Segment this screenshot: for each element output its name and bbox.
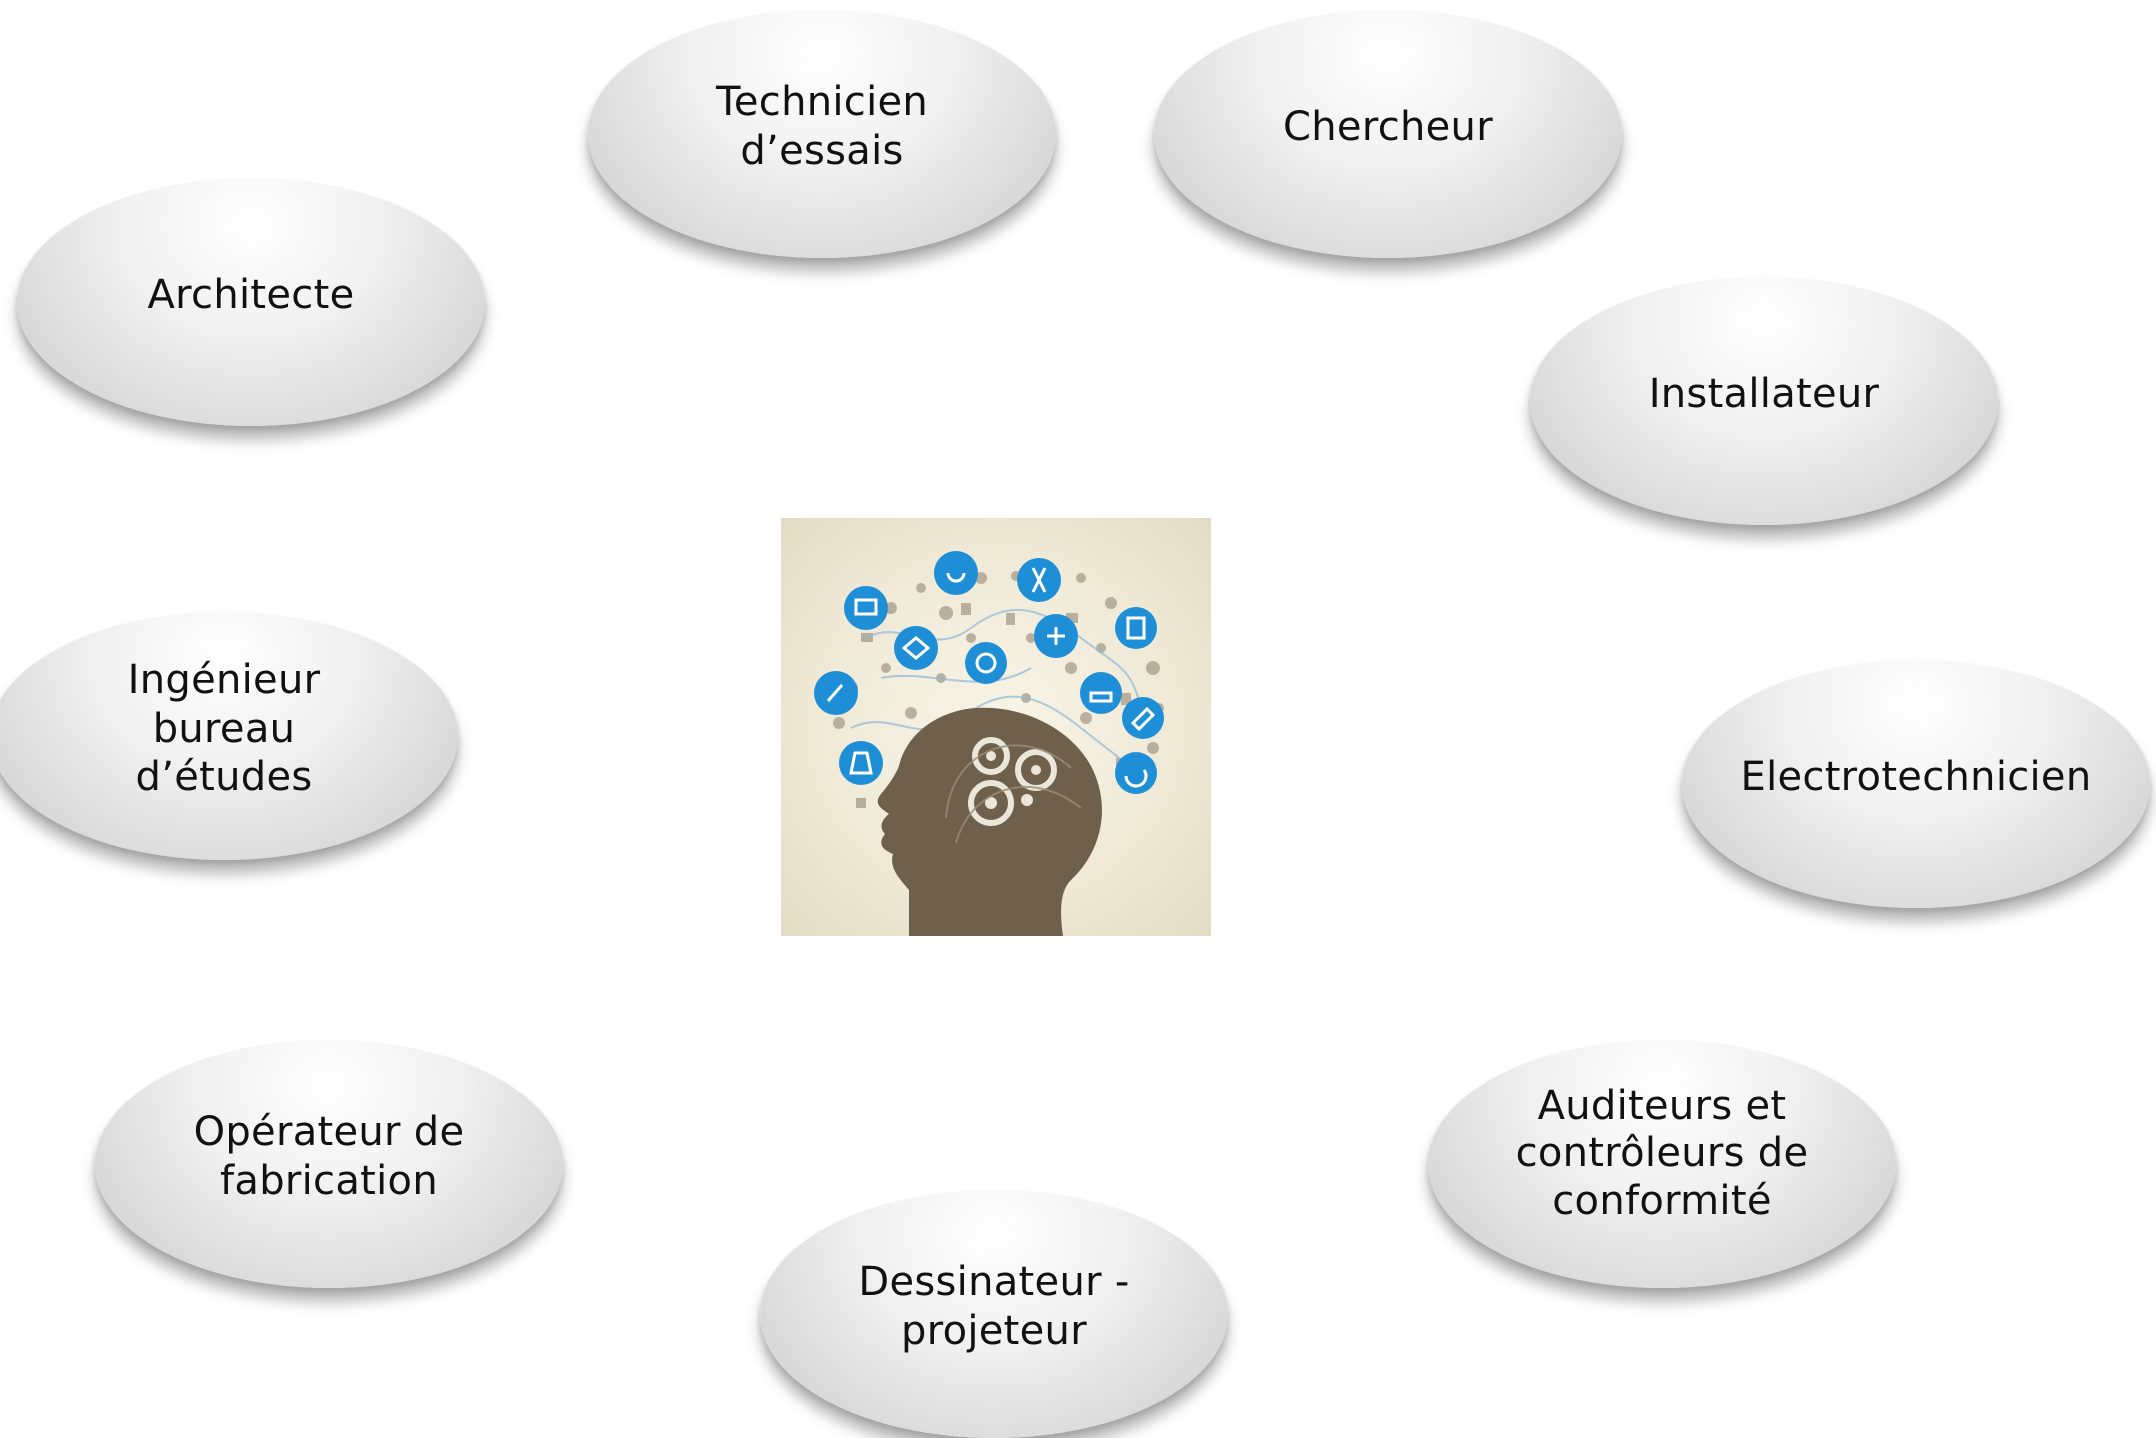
node-label: Installateur [1648, 370, 1880, 417]
node-installateur: Installateur [1530, 277, 1998, 525]
gear-teeth [985, 751, 1041, 809]
node-label: Architecte [147, 271, 355, 318]
node-label: Ingénieur bureau d’études [127, 656, 321, 801]
circuit-arcs [945, 744, 1082, 844]
node-label: Auditeurs et contrôleurs de conformité [1515, 1083, 1809, 1224]
node-label: Electrotechnicien [1740, 753, 2092, 800]
node-label: Opérateur de fabrication [193, 1109, 465, 1204]
node-dessinateur-projeteur: Dessinateur - projeteur [760, 1190, 1228, 1438]
node-label: Chercheur [1283, 103, 1493, 150]
node-auditeurs-controleurs: Auditeurs et contrôleurs de conformité [1428, 1040, 1896, 1288]
head-illustration [814, 551, 1164, 936]
node-ingenieur-bureau-etudes: Ingénieur bureau d’études [0, 612, 458, 860]
node-label: Technicien d’essais [715, 79, 929, 174]
node-chercheur: Chercheur [1154, 10, 1622, 258]
node-label: Dessinateur - projeteur [858, 1259, 1130, 1354]
node-operateur-fabrication: Opérateur de fabrication [95, 1040, 563, 1288]
node-architecte: Architecte [17, 178, 485, 426]
head-with-science-icons-icon [781, 518, 1211, 936]
node-electrotechnicien: Electrotechnicien [1682, 660, 2150, 908]
node-technicien-dessais: Technicien d’essais [588, 10, 1056, 258]
science-icon-circles [814, 551, 1164, 794]
science-icon-glyphs [826, 567, 1156, 788]
